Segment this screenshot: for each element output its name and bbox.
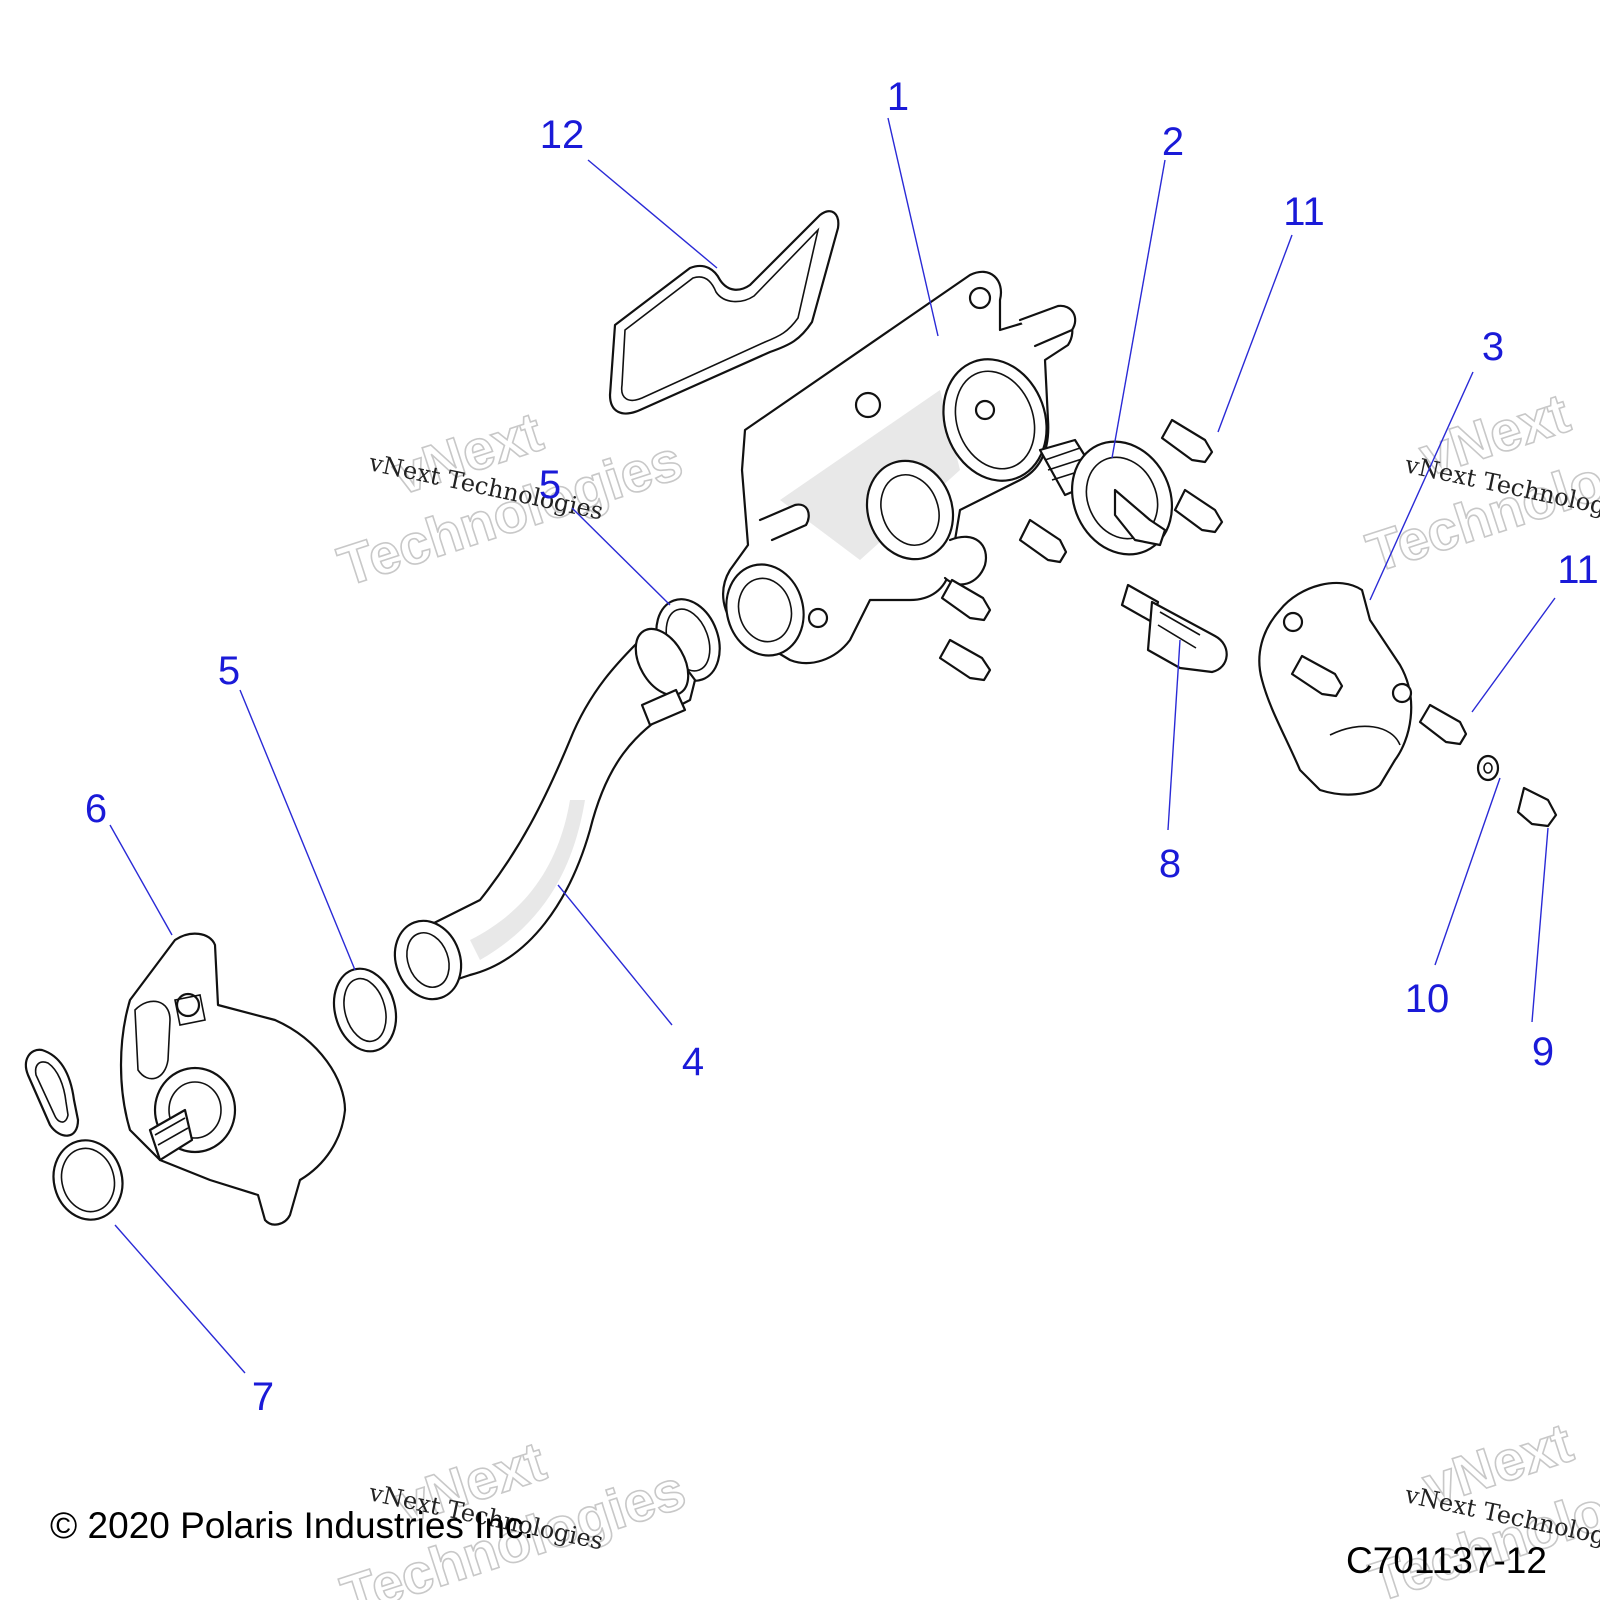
- leader-2: [1111, 159, 1166, 459]
- callout-7: 7: [252, 1375, 274, 1419]
- leader-12: [587, 159, 718, 269]
- part-6-water-pump: [119, 932, 347, 1226]
- leader-5a: [571, 507, 671, 606]
- leader-7: [114, 1224, 246, 1374]
- part-10-washer: [1476, 754, 1500, 782]
- part-9-bolt: [1516, 786, 1558, 828]
- callout-1: 1: [887, 75, 909, 119]
- part-12-gasket: [608, 210, 840, 415]
- part-11-bolts-upper: [938, 418, 1224, 682]
- leader-lines: [109, 117, 1556, 1374]
- leader-11b: [1471, 597, 1556, 713]
- callout-11-right: 11: [1557, 548, 1599, 592]
- callout-10: 10: [1405, 977, 1450, 1021]
- figure-id: C701137-12: [1346, 1540, 1547, 1581]
- callout-12: 12: [540, 113, 585, 157]
- leader-3: [1369, 371, 1474, 601]
- callout-5-upper: 5: [539, 463, 561, 507]
- part-2-thermostat: [1038, 438, 1174, 556]
- part-3-outlet-elbow: [1258, 581, 1413, 796]
- callout-2: 2: [1162, 120, 1184, 164]
- leader-10: [1434, 777, 1501, 966]
- callout-3: 3: [1482, 325, 1504, 369]
- part-8-temperature-sensor: [1120, 583, 1228, 674]
- leader-5b: [239, 689, 356, 971]
- callout-5-lower: 5: [218, 649, 240, 693]
- callout-11-upper: 11: [1283, 190, 1325, 234]
- copyright-notice: © 2020 Polaris Industries Inc.: [50, 1505, 534, 1546]
- part-5-oring-lower: [332, 967, 398, 1053]
- callout-9: 9: [1532, 1030, 1554, 1074]
- leader-8: [1167, 639, 1181, 831]
- leader-6: [109, 824, 173, 936]
- leader-9: [1531, 827, 1549, 1023]
- leader-1: [887, 117, 939, 337]
- part-7-seals: [24, 1048, 124, 1221]
- part-4-coolant-pipe: [393, 627, 697, 1001]
- callout-numbers: 1 2 3 4 5 5 6 7 8 9 10 11 11 12: [85, 75, 1599, 1419]
- part-1-thermostat-housing: [722, 270, 1077, 665]
- callout-6: 6: [85, 787, 107, 831]
- callout-8: 8: [1159, 842, 1181, 886]
- part-11-bolt-right: [1418, 703, 1468, 746]
- callout-4: 4: [682, 1040, 704, 1084]
- leader-11a: [1217, 234, 1293, 433]
- leader-4: [557, 884, 673, 1026]
